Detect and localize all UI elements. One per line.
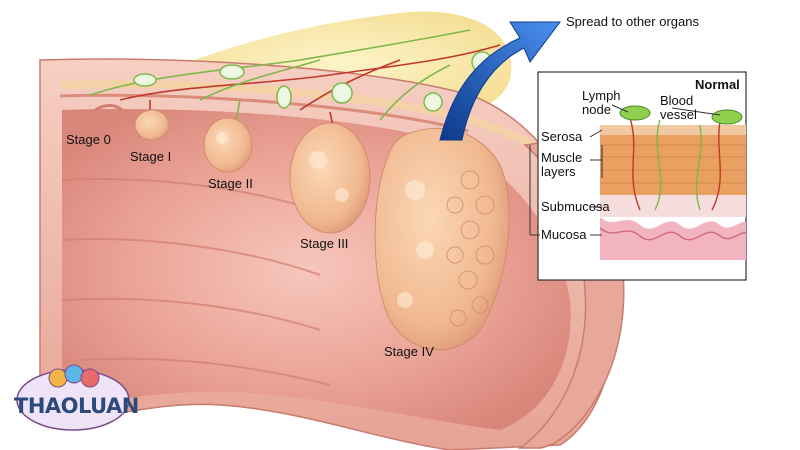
blood-vessel-label: Blood vessel: [660, 93, 697, 123]
leader-lines: [529, 104, 721, 236]
inset-vessels: [629, 117, 721, 211]
tumor-highlights: [216, 132, 434, 308]
muscle-layers-label: Muscle layers: [541, 150, 583, 180]
inset-layers: [599, 125, 747, 260]
inset-nodes: [619, 105, 743, 125]
stage-4-label: Stage IV: [384, 344, 434, 359]
thaoluan-logo-graphic: [16, 364, 130, 431]
mucosa-label: Mucosa: [541, 227, 587, 242]
stage-0-label: Stage 0: [66, 132, 111, 147]
stage3-tumor: [289, 122, 371, 234]
stage-3-label: Stage III: [300, 236, 349, 251]
thaoluan-logo: THAOLUAN: [14, 366, 139, 432]
lymph-node-label: Lymph node: [582, 88, 621, 118]
serosa-label: Serosa: [541, 129, 583, 144]
stage1-tumor: [134, 109, 170, 141]
inset-title: Normal: [695, 77, 740, 92]
stage-1-label: Stage I: [130, 149, 172, 164]
stage-2-label: Stage II: [208, 176, 253, 191]
logo-text: THAOLUAN: [14, 394, 139, 418]
spread-arrow: [439, 21, 561, 141]
stage2-tumor: [203, 117, 253, 173]
stage4-lobules: [446, 170, 495, 327]
arrow-label: Spread to other organs: [566, 14, 699, 29]
stage0-lesion: [94, 104, 123, 112]
submucosa-label: Submucosa: [541, 199, 610, 214]
